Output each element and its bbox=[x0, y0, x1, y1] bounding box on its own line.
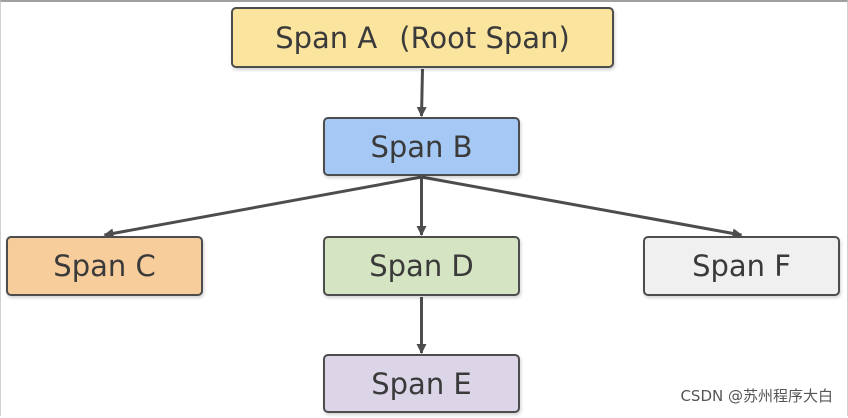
span-a-node: Span A (Root Span) bbox=[231, 7, 614, 68]
span-a-root-label: (Root Span) bbox=[399, 20, 570, 55]
edge-b-to-c bbox=[103, 175, 422, 239]
span-d-node: Span D bbox=[323, 236, 520, 296]
span-f-node: Span F bbox=[643, 236, 840, 296]
span-f-label: Span F bbox=[692, 249, 791, 283]
edge-a-to-b bbox=[416, 68, 427, 117]
span-c-node: Span C bbox=[6, 236, 203, 296]
edge-b-to-f bbox=[421, 175, 743, 239]
watermark-text: CSDN @苏州程序大白 bbox=[680, 387, 833, 405]
span-d-label: Span D bbox=[369, 249, 474, 283]
span-b-node: Span B bbox=[323, 117, 520, 176]
span-e-label: Span E bbox=[371, 366, 472, 401]
span-a-label: Span A bbox=[275, 20, 378, 55]
span-c-label: Span C bbox=[53, 249, 156, 283]
span-e-node: Span E bbox=[323, 354, 520, 413]
span-b-label: Span B bbox=[370, 129, 473, 164]
